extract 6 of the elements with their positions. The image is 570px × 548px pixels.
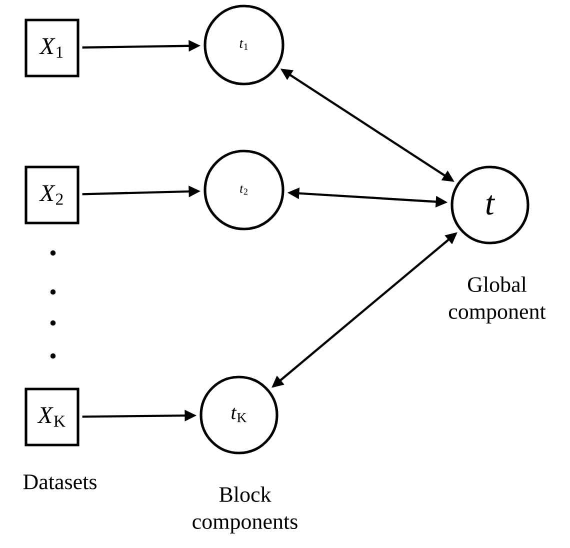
- caption-text: Datasets: [23, 474, 96, 490]
- caption-text: Block components: [192, 486, 298, 534]
- dataset-box: X$_{2}$: [24, 166, 80, 224]
- dataset-box: X$_{K}$: [24, 388, 80, 446]
- caption-text: Global component: [448, 276, 546, 324]
- dataset-box: X$_{1}$: [24, 18, 80, 78]
